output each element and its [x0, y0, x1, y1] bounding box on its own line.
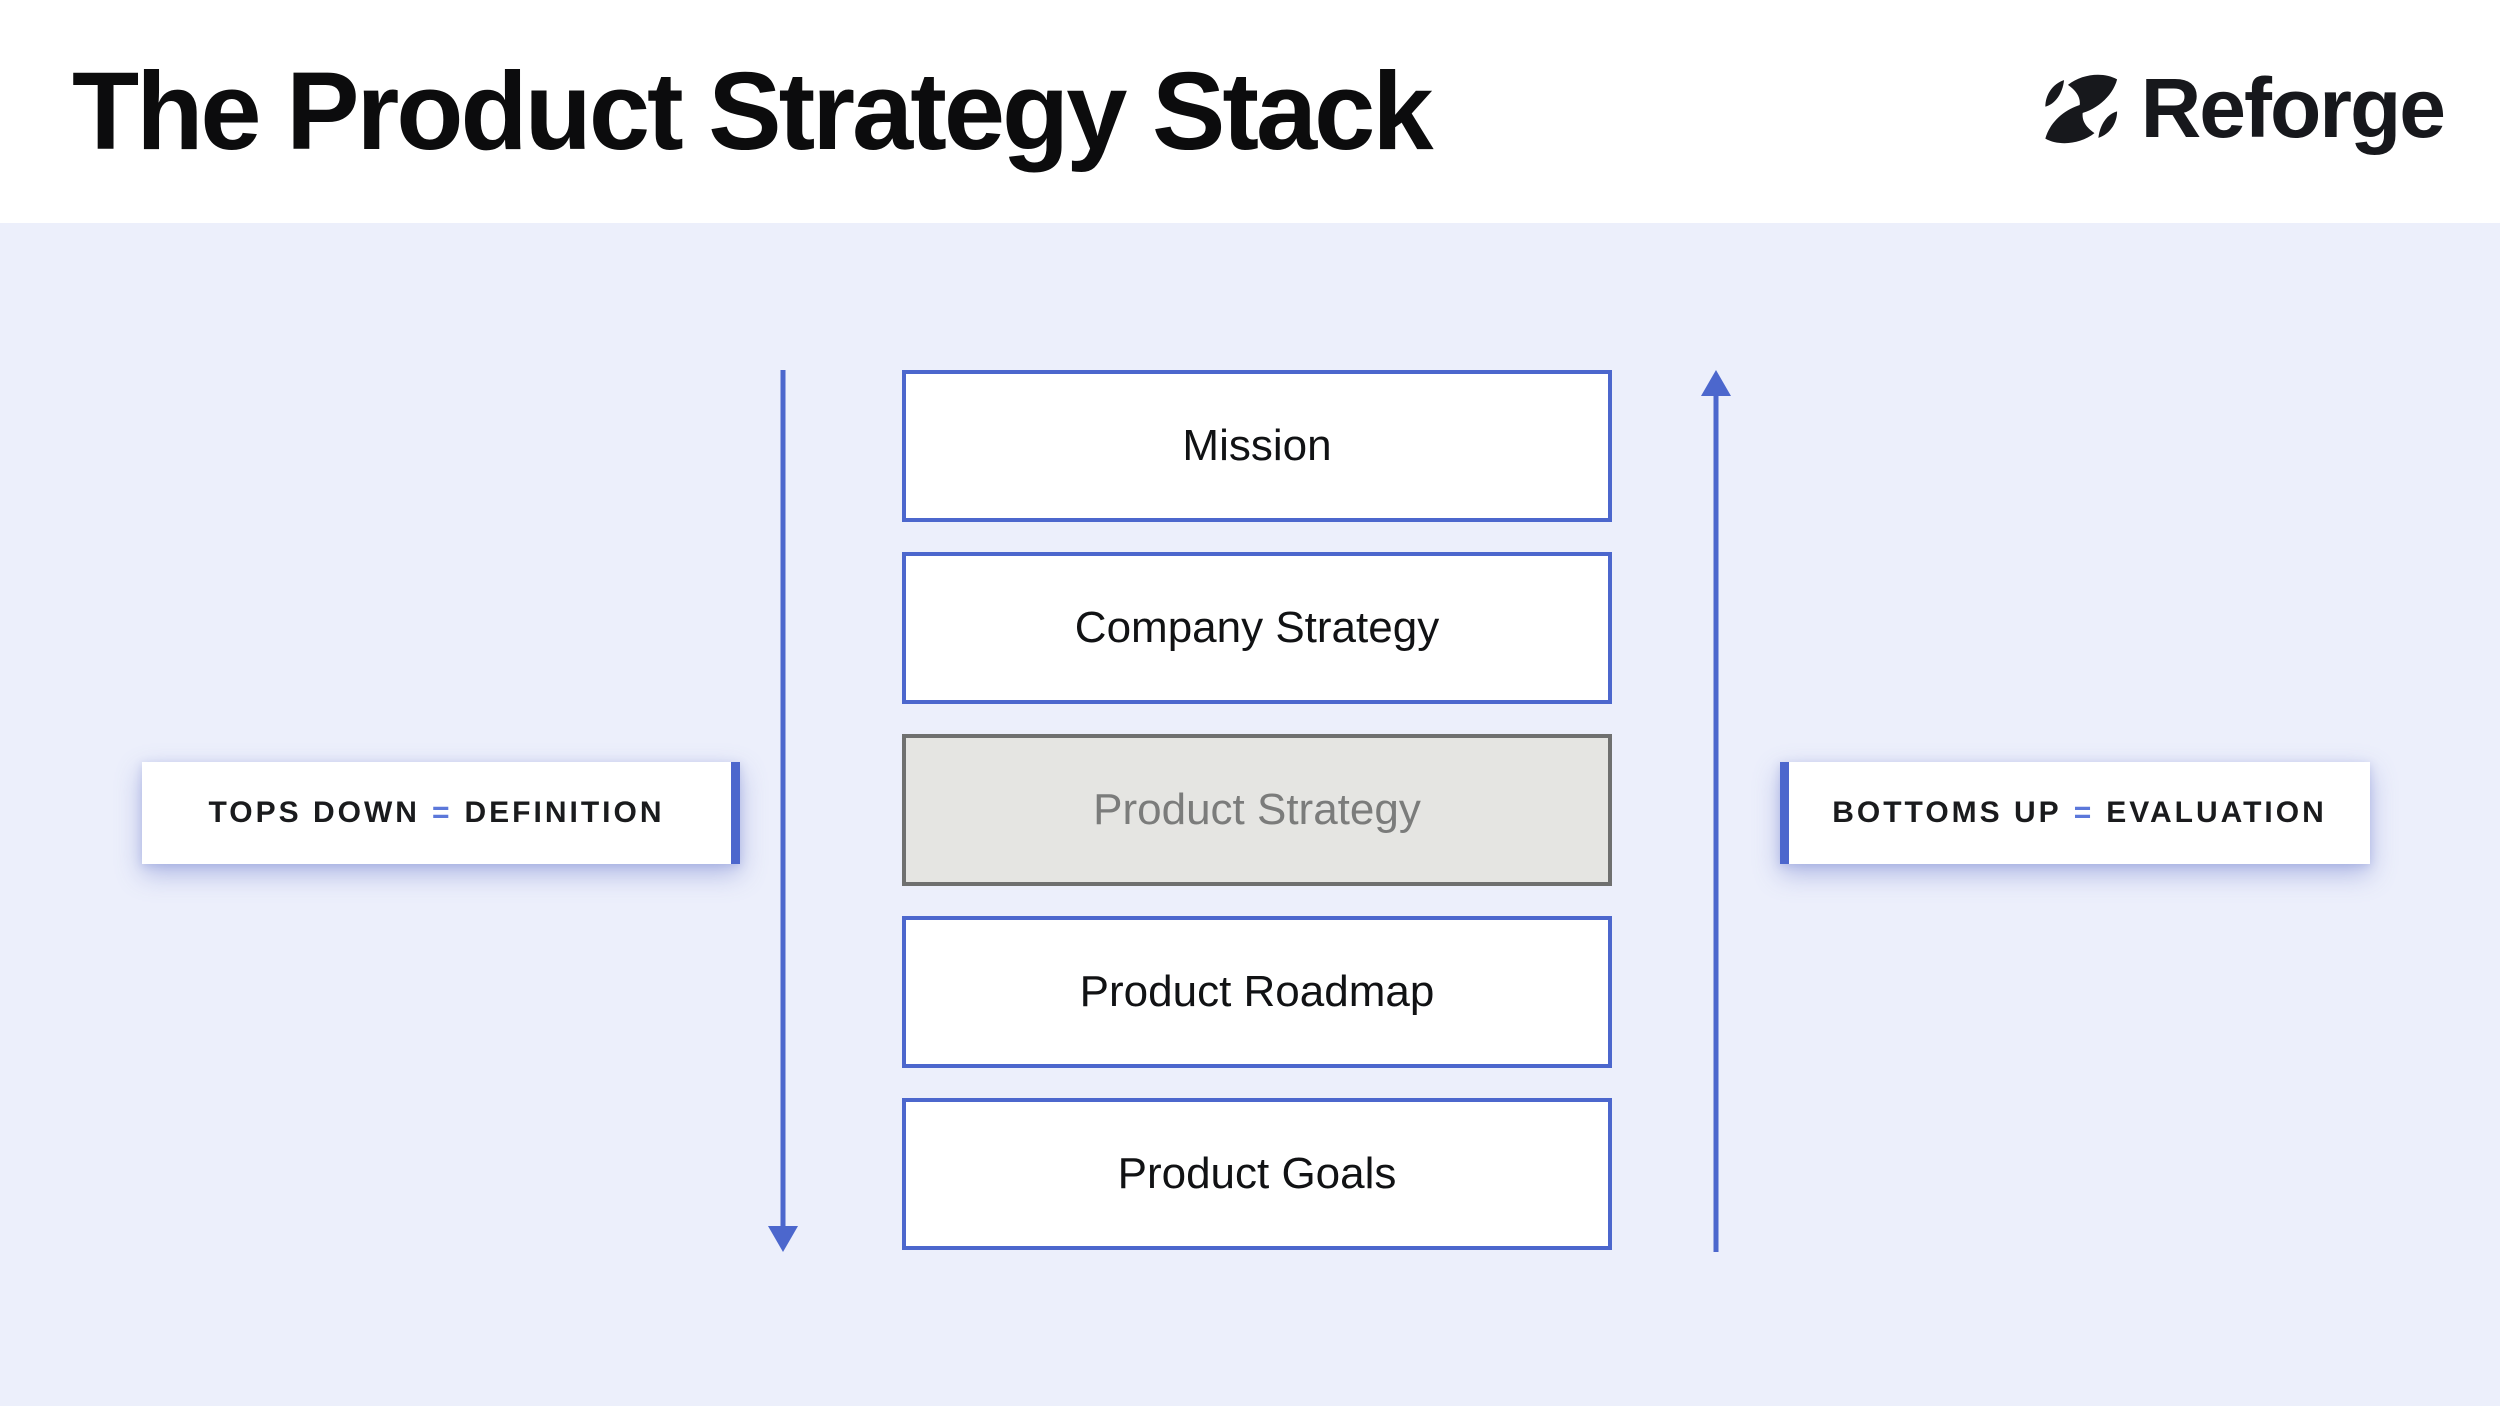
up-arrowhead-icon [1701, 370, 1731, 396]
reforge-wordmark: Reforge [2140, 61, 2446, 155]
label-suffix: DEFINITION [464, 796, 665, 829]
down-arrowhead-icon [768, 1226, 798, 1252]
stack-box-product-strategy: Product Strategy [902, 734, 1612, 886]
stack-box-mission: Mission [902, 370, 1612, 522]
label-prefix: TOPS DOWN [208, 796, 420, 829]
down-arrow [768, 370, 798, 1252]
equals-sign: = [2073, 796, 2095, 829]
label-prefix: BOTTOMS UP [1832, 796, 2062, 829]
stack-box-label: Mission [1182, 421, 1332, 470]
stack-box-label: Product Goals [1117, 1149, 1397, 1198]
equals-sign: = [431, 796, 453, 829]
stack-box-label: Product Roadmap [1079, 967, 1435, 1016]
stack-box-label: Product Strategy [1093, 785, 1421, 834]
up-arrow [1701, 370, 1731, 1252]
header: The Product Strategy Stack Reforge [0, 0, 2500, 223]
label-tops-down-definition: TOPS DOWN = DEFINITION [142, 762, 740, 864]
stack-box-product-goals: Product Goals [902, 1098, 1612, 1250]
reforge-mark-icon [2044, 74, 2117, 143]
strategy-stack: Mission Company Strategy Product Strateg… [902, 370, 1612, 1250]
label-bottoms-up-evaluation: BOTTOMS UP = EVALUATION [1780, 762, 2370, 864]
up-arrow-shaft [1713, 396, 1719, 1252]
stack-box-company-strategy: Company Strategy [902, 552, 1612, 704]
page-title: The Product Strategy Stack [72, 50, 1433, 173]
label-suffix: EVALUATION [2106, 796, 2327, 829]
down-arrow-shaft [780, 370, 786, 1226]
stack-box-product-roadmap: Product Roadmap [902, 916, 1612, 1068]
stack-box-label: Company Strategy [1074, 603, 1440, 652]
reforge-logo: Reforge [2043, 60, 2446, 157]
